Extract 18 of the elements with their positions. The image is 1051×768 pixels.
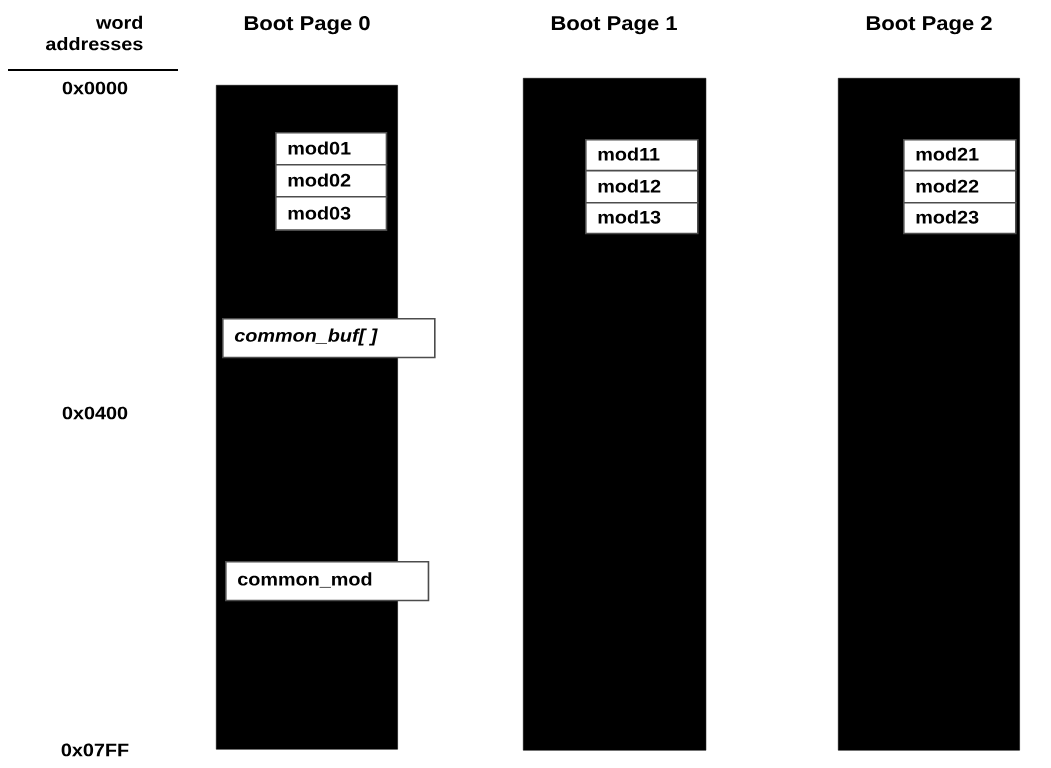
module-box: mod21 <box>903 139 1017 172</box>
module-box: mod12 <box>585 170 699 204</box>
module-box: mod13 <box>585 202 699 235</box>
module-box: mod11 <box>585 139 699 172</box>
module-box: mod22 <box>903 170 1017 204</box>
module-box: common_buf[ ] <box>222 318 436 359</box>
node-label: Boot Page 0 <box>244 16 370 35</box>
module-box: common_mod <box>225 561 430 602</box>
node-label: Boot Page 1 <box>551 16 677 35</box>
address-label: 0x0400 <box>62 406 128 420</box>
address-label: 0x0000 <box>62 81 128 95</box>
module-box: mod03 <box>275 196 388 231</box>
module-box: mod01 <box>275 132 388 166</box>
module-box: mod02 <box>275 164 388 198</box>
module-box: mod23 <box>903 202 1017 235</box>
address-label: 0x07FF <box>61 743 129 757</box>
node-label: Boot Page 2 <box>866 16 992 35</box>
axis-title: word addresses <box>45 15 143 51</box>
